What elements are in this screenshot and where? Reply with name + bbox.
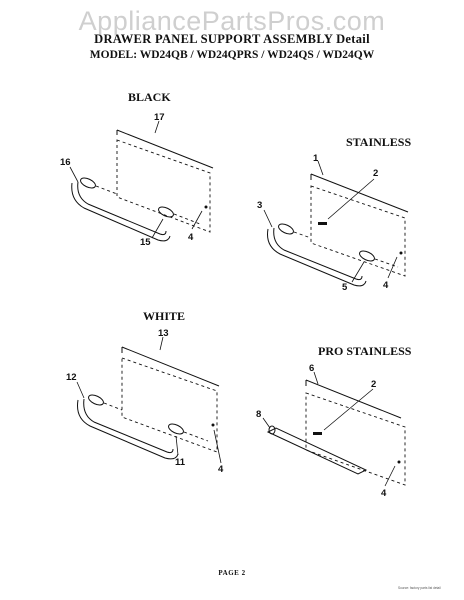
panel-black: BLACK 17 16 15 4 (60, 90, 214, 248)
callout-4: 4 (383, 280, 389, 291)
callout-12: 12 (66, 372, 77, 383)
leader-4 (384, 465, 396, 487)
screw-part (397, 460, 401, 464)
drawer-panel-outline (305, 392, 406, 486)
leader-16 (69, 166, 79, 183)
callout-2: 2 (371, 379, 376, 390)
callout-3: 3 (257, 200, 262, 211)
callout-6: 6 (309, 363, 314, 374)
panel-white: WHITE 13 12 11 4 (66, 309, 224, 475)
callout-8: 8 (256, 409, 261, 420)
handle-standoff-left (278, 223, 294, 235)
logo-badge-part (313, 432, 322, 435)
panel-stainless: STAINLESS 1 2 3 5 4 (257, 135, 411, 293)
fine-print: Source: factory parts list detail (398, 586, 441, 590)
callout-15: 15 (140, 237, 151, 248)
model-numbers: MODEL: WD24QB / WD24QPRS / WD24QS / WD24… (89, 49, 375, 61)
screw-part (204, 205, 208, 209)
leader-3 (263, 209, 273, 228)
panel-label-pro-stainless: PRO STAINLESS (318, 344, 412, 358)
callout-17: 17 (154, 112, 165, 123)
panel-edge-part (116, 129, 214, 169)
leader-4 (213, 429, 222, 464)
pro-handle-end-cap (268, 425, 276, 435)
handle-part (71, 182, 171, 242)
leader-13 (159, 336, 164, 351)
leader-2 (323, 388, 374, 431)
panel-edge-part (310, 173, 409, 213)
handle-standoff-right (158, 206, 174, 218)
handle-part (77, 399, 179, 460)
callout-4: 4 (381, 488, 387, 499)
leader-6 (313, 371, 319, 385)
callout-11: 11 (175, 457, 186, 468)
leader-11 (175, 435, 179, 456)
callout-13: 13 (158, 328, 169, 339)
handle-inner-edge (83, 398, 174, 454)
panel-label-white: WHITE (143, 309, 185, 323)
diagram-title: DRAWER PANEL SUPPORT ASSEMBLY Detail (94, 32, 370, 46)
screw-part (399, 251, 403, 255)
handle-standoff-left (80, 177, 96, 189)
leader-4 (387, 256, 398, 279)
callout-1: 1 (313, 153, 319, 164)
watermark-logo: AppliancePartsPros.com (78, 6, 386, 36)
drawer-panel-outline (121, 357, 218, 453)
screw-part (211, 423, 215, 427)
leader-15 (151, 218, 164, 239)
handle-inner-edge (273, 227, 363, 281)
leader-12 (76, 381, 85, 399)
screw-axis-left (293, 231, 312, 239)
leader-4 (191, 210, 203, 230)
leader-8 (262, 417, 271, 429)
page-number: PAGE 2 (218, 569, 246, 577)
callout-4: 4 (188, 232, 194, 243)
panel-pro-stainless: PRO STAINLESS 6 2 8 4 (256, 344, 412, 499)
panel-label-stainless: STAINLESS (346, 135, 411, 149)
screw-axis-right (173, 213, 201, 225)
leader-5 (351, 261, 365, 283)
handle-standoff-left (88, 394, 104, 406)
panel-edge-part (305, 379, 402, 419)
leader-1 (317, 160, 324, 176)
leader-17 (154, 120, 160, 134)
drawer-panel-outline (116, 139, 211, 233)
handle-inner-edge (77, 181, 167, 236)
callout-2: 2 (373, 168, 378, 179)
handle-standoff-right (359, 250, 375, 262)
drawer-panel-outline (310, 185, 406, 277)
screw-axis-left (95, 185, 118, 195)
panel-label-black: BLACK (128, 90, 171, 104)
screw-axis-left (103, 402, 123, 411)
screw-axis-right (374, 258, 399, 268)
handle-standoff-right (168, 423, 184, 435)
callout-4: 4 (218, 464, 224, 475)
callout-16: 16 (60, 157, 71, 168)
callout-5: 5 (342, 282, 348, 293)
screw-axis-right (183, 431, 209, 442)
handle-part (267, 228, 367, 287)
panel-edge-part (121, 346, 220, 387)
logo-badge-part (318, 222, 327, 225)
leader-2 (327, 178, 375, 220)
pro-handle-part (266, 427, 368, 475)
